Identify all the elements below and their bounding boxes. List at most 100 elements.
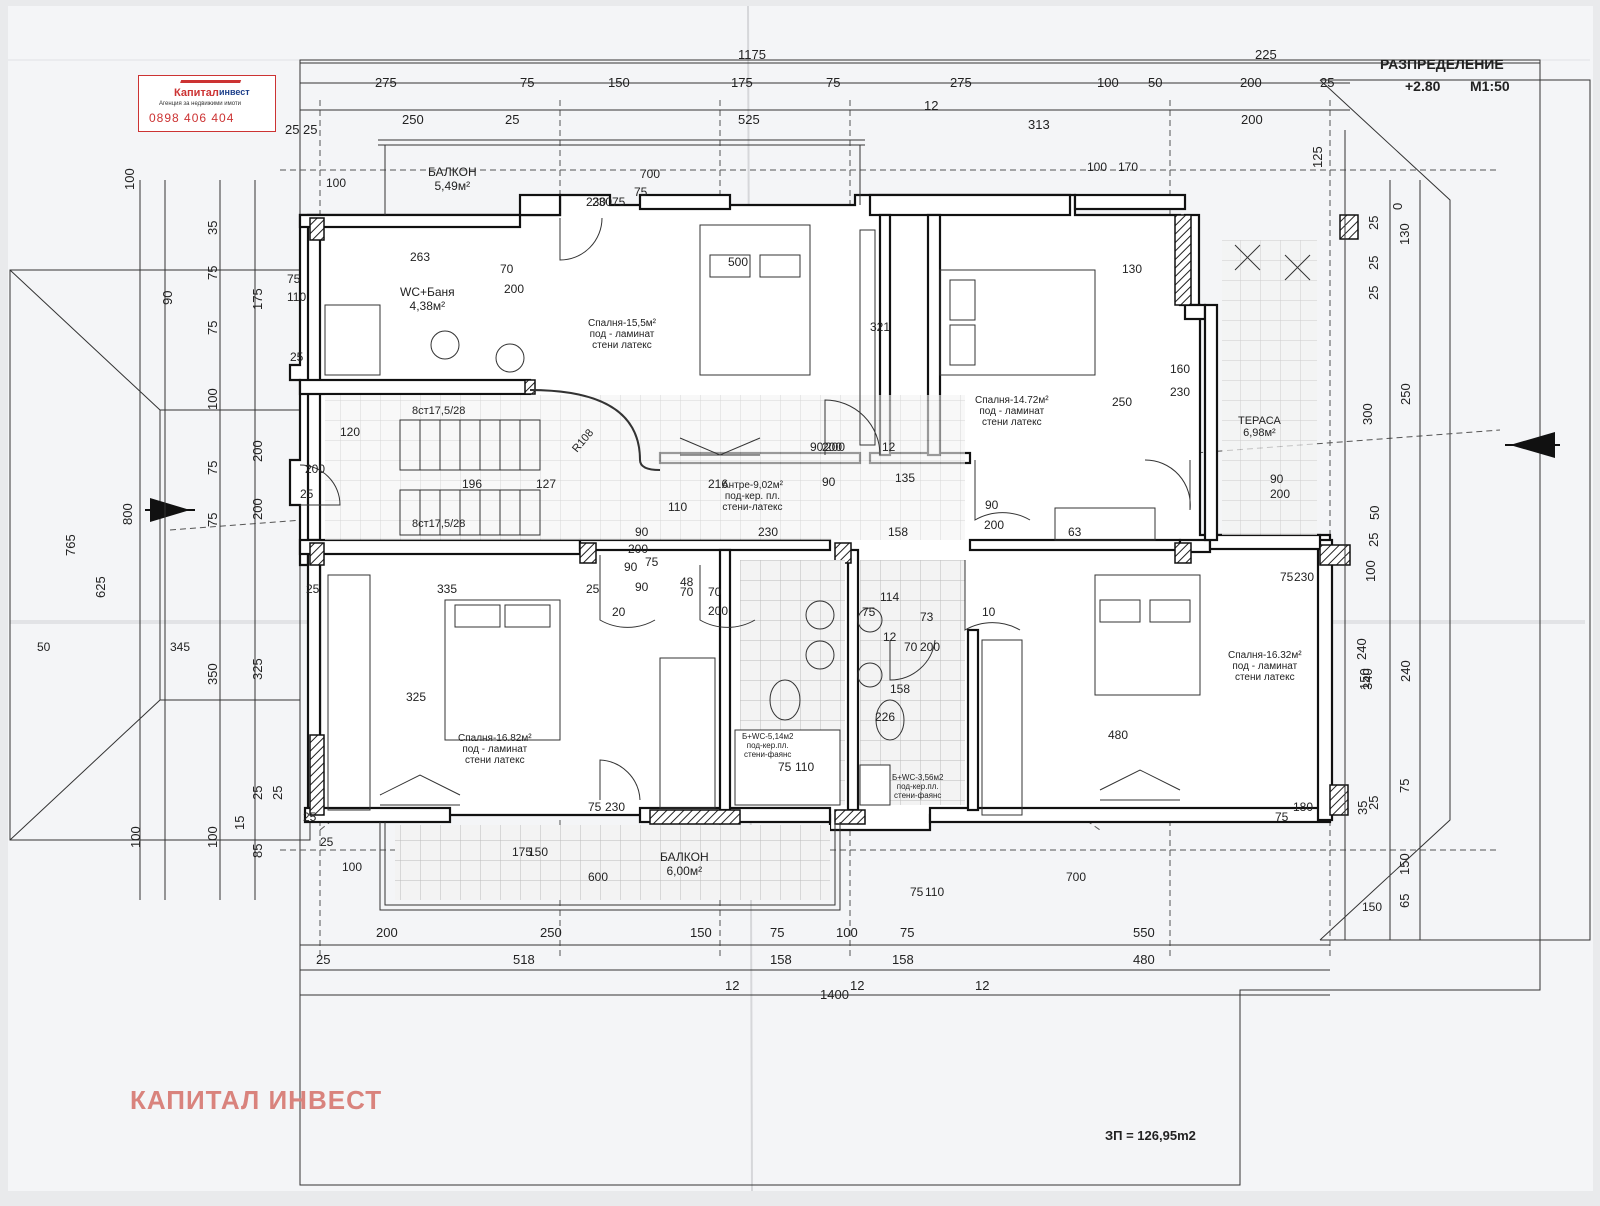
balcony-bottom-outline [384, 822, 836, 906]
dimension-label: 100 [122, 168, 137, 190]
dimension-label: 50 [37, 640, 51, 654]
dimension-label: 25 [1366, 215, 1381, 230]
balcony-bottom-name: БАЛКОН [660, 850, 709, 864]
dimension-lines [139, 62, 1540, 996]
dimension-label: 25 [316, 952, 331, 967]
dimension-label: 765 [63, 534, 78, 556]
dimension-label: 100 [1097, 75, 1119, 90]
company-logo: Капитал инвест Агенция за недвижими имот… [138, 75, 276, 132]
dimension-label: 230 [1170, 385, 1191, 399]
dimension-label: 158 [888, 525, 909, 539]
dimension-label: 800 [120, 503, 135, 525]
dimension-label: 200 [825, 440, 846, 454]
dimension-label: 70 [680, 585, 694, 599]
dimension-label: 0 [1390, 202, 1405, 210]
dimension-label: 25 [505, 112, 520, 127]
bath-1-walls: стени-фаянс [744, 750, 792, 759]
wc-bath-label: WC+Баня 4,38м² [400, 285, 455, 313]
dimension-label: 114 [880, 590, 900, 604]
dimension-label: 100 [1363, 560, 1378, 582]
dimension-label: 175 [512, 845, 533, 859]
dimension-label: 230 [1294, 570, 1315, 584]
dimension-label: 240 [1398, 660, 1413, 682]
bath-2-tiles [860, 560, 965, 805]
logo-phone: 0898 406 404 [149, 111, 235, 125]
dimension-label: 25 [1320, 75, 1335, 90]
dimension-label: 25 [285, 122, 300, 137]
dimension-label: 200 [305, 462, 326, 476]
hall-floor: под-кер. пл. [724, 491, 781, 502]
dimension-label: 550 [1133, 925, 1155, 940]
dimension-label: 200 [250, 498, 265, 520]
dimension-label: 250 [402, 112, 424, 127]
dimension-label: 200 [376, 925, 398, 940]
dimension-label: 230 [592, 195, 613, 209]
dimension-label: 90 [810, 440, 824, 454]
dimension-label: 90 [635, 580, 649, 594]
dimension-label: 200 [984, 518, 1005, 532]
bedroom-2-name: Спалня-14.72м² [975, 395, 1049, 406]
dimension-label: 50 [1367, 505, 1382, 520]
bedroom-1-floor: под - ламинат [589, 329, 655, 340]
dimension-label: 75 [520, 75, 535, 90]
hall-name: Антре-9,02м² [722, 480, 783, 491]
dimension-label: 75 [645, 555, 659, 569]
dimension-label: 12 [924, 98, 939, 113]
bedroom-1-label: Спалня-15,5м² под - ламинат стени латекс [588, 318, 656, 351]
dimension-label: 226 [875, 710, 896, 724]
dimension-label: 90 [624, 560, 638, 574]
bath-1-name: Б+WC-5,14м2 [742, 732, 794, 741]
watermark-text: КАПИТАЛ ИНВЕСТ [130, 1085, 383, 1115]
dimension-label: 25 [306, 582, 320, 596]
plan-scale: М1:50 [1470, 78, 1510, 94]
dimension-label: 158 [770, 952, 792, 967]
dimension-label: 75 [770, 925, 785, 940]
dimension-label: 160 [1170, 362, 1191, 376]
dimension-label: 518 [513, 952, 535, 967]
dimension-label: 10 [982, 605, 996, 619]
dimension-label: 85 [250, 843, 265, 858]
dimension-label: 350 [205, 663, 220, 685]
dimension-label: 75 [634, 185, 648, 199]
area-note: ЗП = 126,95m2 [1105, 1128, 1196, 1143]
dimension-label: 75 [205, 320, 220, 335]
dimension-label: 75 [778, 760, 792, 774]
dimension-label: 75 [287, 272, 301, 286]
hall-walls: стени-латекс [722, 502, 783, 513]
dimension-label: 321 [870, 320, 891, 334]
dimension-label: 75 [205, 512, 220, 527]
dimension-label: 480 [1108, 728, 1129, 742]
wc-bath-name: WC+Баня [400, 285, 455, 299]
bedroom-2-label: Спалня-14.72м² под - ламинат стени латек… [975, 395, 1049, 428]
dimension-label: 25 [303, 122, 318, 137]
dimension-label: 25 [1366, 285, 1381, 300]
hall-label: Антре-9,02м² под-кер. пл. стени-латекс [722, 480, 783, 513]
dimension-label: 15 [232, 815, 247, 830]
bedroom-3-label: Спалня-16.82м² под - ламинат стени латек… [458, 733, 532, 766]
dimension-label: 63 [1068, 525, 1082, 539]
dimension-label: 100 [1087, 160, 1108, 174]
balcony-bottom-area: 6,00м² [666, 864, 703, 878]
dimension-label: 70 [708, 585, 722, 599]
dimension-label: 25 [290, 350, 304, 364]
plan-title: РАЗПРЕДЕЛЕНИЕ [1380, 56, 1504, 72]
dimension-label: 90 [635, 525, 649, 539]
dimension-label: 200 [250, 440, 265, 462]
dimension-label: 100 [128, 826, 143, 848]
dimension-label: 250 [1112, 395, 1133, 409]
dimension-label: 250 [540, 925, 562, 940]
dimension-label: 170 [1118, 160, 1139, 174]
dimension-label: 120 [340, 425, 361, 439]
dimension-label: 340 [1360, 668, 1375, 690]
dimension-label: 230 [586, 195, 607, 209]
dimension-label: 12 [882, 440, 896, 454]
dimension-label: 100 [205, 826, 220, 848]
bath-2-name: Б+WC-3,56м2 [892, 773, 944, 782]
balcony-top-name: БАЛКОН [428, 165, 477, 179]
bedroom-1-name: Спалня-15,5м² [588, 318, 656, 329]
dimension-label: 230 [758, 525, 779, 539]
logo-tagline: Агенция за недвижими имоти [159, 101, 242, 107]
window-markers [379, 437, 1181, 806]
bedroom-4-name: Спалня-16.32м² [1228, 650, 1302, 661]
dimension-label: 70 [904, 640, 918, 654]
